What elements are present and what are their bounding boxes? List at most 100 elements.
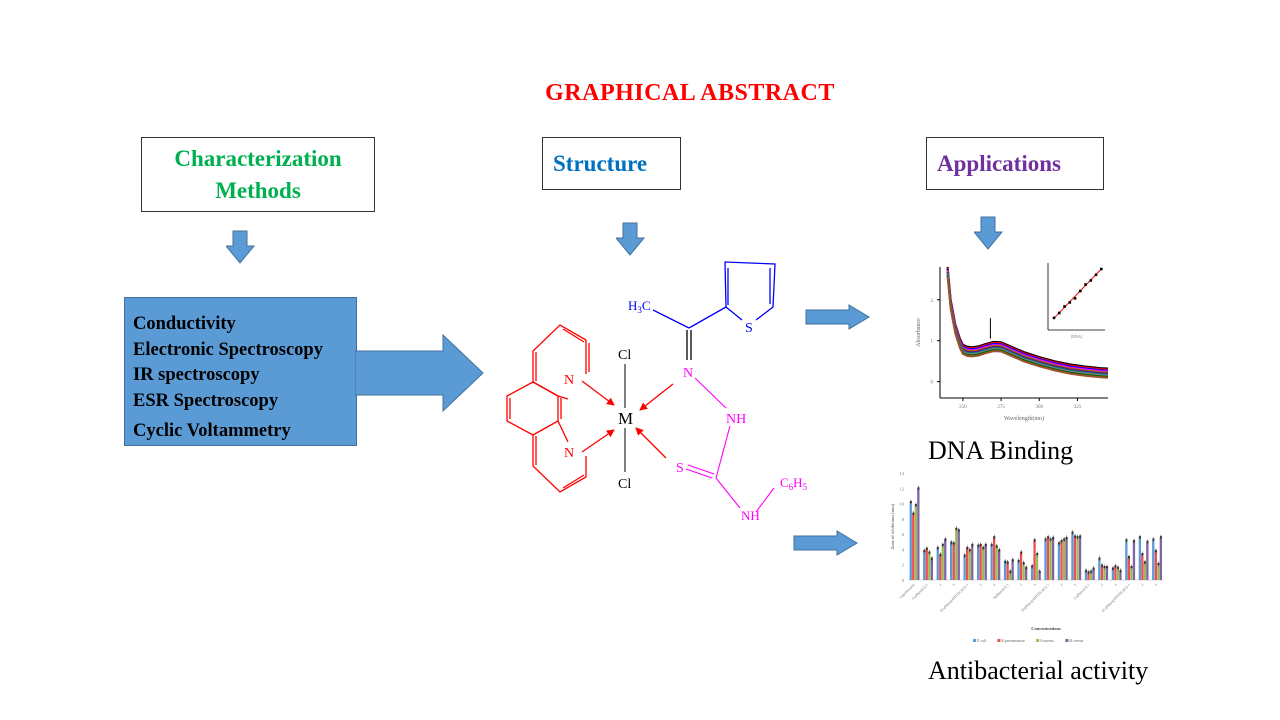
thiophene-sulfur-label: S (745, 321, 753, 336)
methyl-label: H3C (628, 298, 651, 315)
bar (1125, 540, 1128, 580)
down-arrow-icon (616, 222, 646, 256)
category-label: [Co(Phen)(ATPTSC)]Cl2 1 (1101, 583, 1131, 613)
category-label: 2 (1140, 583, 1144, 587)
bar (1084, 570, 1088, 580)
spectrum-line (946, 273, 1109, 376)
bar-marker (1133, 540, 1136, 543)
bar-marker (917, 487, 920, 490)
bar (928, 552, 931, 580)
bar-marker (1085, 569, 1088, 572)
bar (930, 558, 933, 580)
bar-marker (984, 543, 987, 546)
bar-marker (1159, 536, 1162, 539)
category-label: 2 (1060, 583, 1064, 587)
bar (1098, 558, 1101, 580)
bar (950, 542, 953, 580)
bar-marker (925, 547, 928, 550)
legend-swatch (973, 639, 976, 642)
bar-marker (998, 549, 1001, 552)
category-label: 2 (938, 583, 942, 587)
bar (957, 530, 960, 580)
bar-marker (1076, 536, 1079, 539)
bar-marker (1157, 562, 1160, 565)
bar (963, 555, 966, 580)
inset-point (1052, 316, 1056, 320)
antibacterial-caption: Antibacterial activity (928, 656, 1149, 685)
bar (1035, 554, 1039, 580)
bar-marker (1127, 556, 1130, 559)
structure-header: Structure (542, 137, 681, 190)
bar-marker (1052, 536, 1055, 539)
bar-marker (1047, 536, 1050, 539)
inset-x-label: [DNA] (1071, 334, 1083, 339)
x-axis-label: Wavelength(nm) (1004, 415, 1044, 422)
bar (1159, 537, 1162, 580)
bar-marker (1060, 540, 1063, 543)
bar-marker (1074, 535, 1077, 538)
bar-marker (1138, 536, 1141, 539)
bar-marker (914, 504, 917, 507)
bar (1100, 565, 1104, 580)
bar-marker (1033, 539, 1036, 542)
inset-point (1094, 273, 1098, 277)
bar-marker (968, 549, 971, 552)
category-label: 3 (1073, 583, 1077, 587)
x-tick-label: 250 (959, 405, 967, 410)
bar-marker (912, 512, 915, 515)
bar-marker (1079, 535, 1082, 538)
bar-marker (1038, 570, 1041, 573)
bar (1157, 564, 1160, 580)
legend-swatch (997, 639, 1001, 642)
category-label: 2 (1019, 583, 1023, 587)
bar (1116, 567, 1120, 580)
bar (1060, 541, 1063, 580)
legend-label: K.pneumoniae (1001, 638, 1025, 643)
bar (1114, 566, 1117, 580)
bar-marker (1146, 540, 1149, 543)
bar-marker (990, 543, 993, 546)
metal-label: M (618, 409, 633, 428)
bar (925, 548, 928, 580)
bar-marker (1058, 542, 1061, 545)
x-tick-label: 300 (1036, 405, 1044, 410)
phenyl-label: C6H5 (780, 475, 808, 492)
bar (993, 537, 996, 580)
legend-label: S.aureus (1040, 638, 1054, 643)
bar-marker (930, 557, 933, 560)
bar (1146, 541, 1149, 580)
y-tick-label: 14 (900, 471, 905, 476)
bar (984, 544, 987, 580)
bar-marker (936, 546, 939, 549)
bar-marker (909, 501, 912, 504)
applications-label: Applications (937, 150, 1061, 176)
bar-marker (993, 536, 996, 539)
bar (1127, 557, 1130, 580)
category-label: 3 (1033, 583, 1037, 587)
bar-marker (1022, 562, 1025, 565)
bar-marker (1006, 561, 1009, 564)
applications-header: Applications (926, 137, 1104, 190)
bar-marker (950, 541, 953, 544)
bar (990, 544, 993, 580)
coordination-bonds (581, 380, 674, 459)
legend-label: E.coli (977, 638, 987, 643)
method-item: Electronic Spectroscopy (133, 339, 323, 360)
bar (1119, 570, 1122, 580)
bar (917, 488, 920, 580)
bar (1030, 566, 1034, 580)
y-axis-label: Zone of inhibitions (mm) (890, 503, 895, 549)
bar (1073, 536, 1077, 580)
bar (1089, 571, 1093, 580)
bar-marker (1036, 553, 1039, 556)
methods-list: Conductivity Electronic Spectroscopy IR … (133, 312, 323, 445)
bar (944, 539, 947, 580)
bar-marker (1111, 567, 1114, 570)
bar (909, 502, 912, 580)
method-item: IR spectroscopy (133, 365, 260, 385)
down-arrow-icon (974, 216, 1004, 250)
bar (1138, 537, 1141, 580)
inset-point (1084, 283, 1087, 286)
bar-marker (1004, 560, 1007, 563)
